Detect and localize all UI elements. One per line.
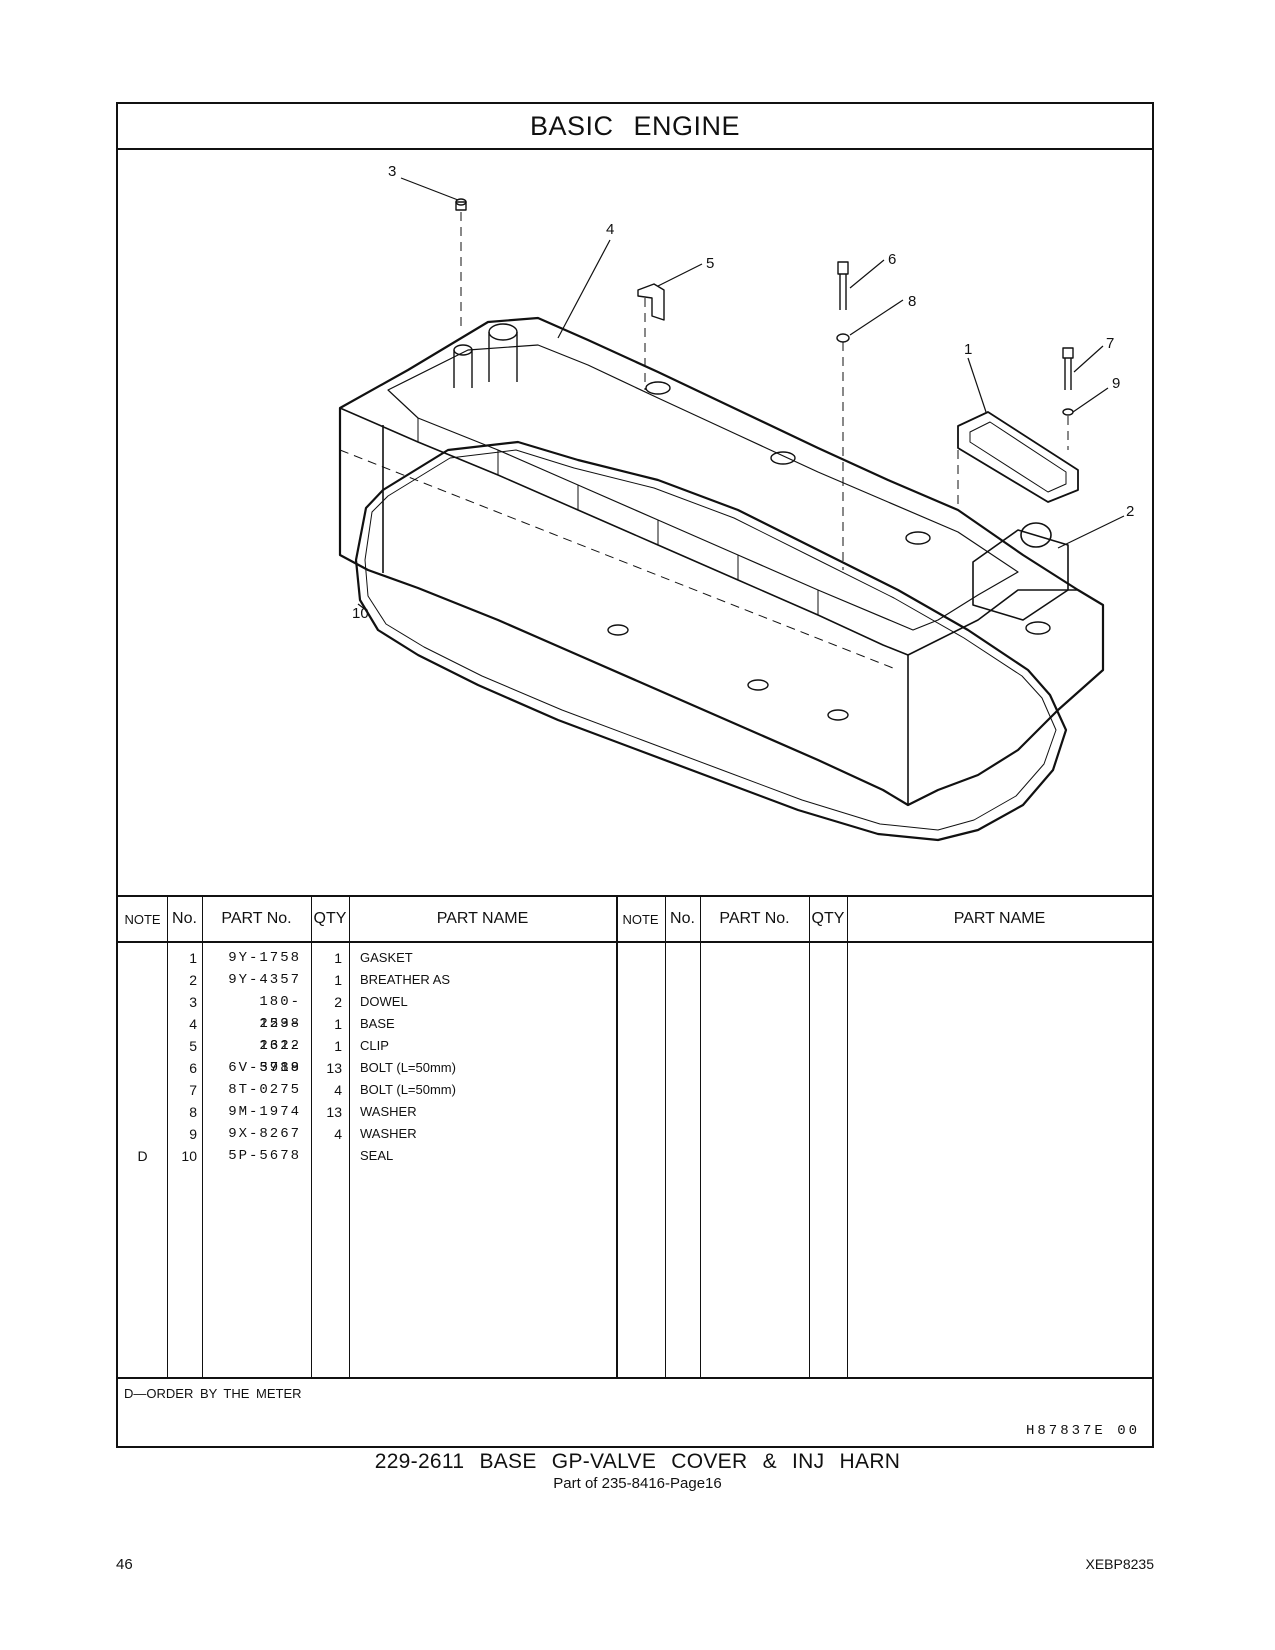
page-number: 46 [116, 1556, 133, 1573]
parts-frame: BASIC ENGINE [116, 102, 1154, 1448]
footnote: D—ORDER BY THE METER [124, 1386, 302, 1401]
bolt-washer-6-8 [836, 261, 850, 343]
breather-part [972, 522, 1069, 621]
callout-5: 5 [706, 255, 714, 272]
header-part-name-right: PART NAME [953, 910, 1046, 927]
caption: 229-2611 BASE GP-VALVE COVER & INJ HARN [374, 1450, 901, 1473]
document-code: XEBP8235 [1085, 1556, 1155, 1572]
caption-sub: Part of 235-8416-Page16 [553, 1475, 722, 1492]
header-part-name: PART NAME [436, 910, 529, 927]
header-qty: QTY [313, 910, 347, 927]
header-no-right: No. [670, 910, 695, 927]
drawing-id: H87837E 00 [1025, 1423, 1140, 1439]
bolt-washer-7-9 [1062, 347, 1074, 416]
footnote-area: D—ORDER BY THE METER H87837E 00 [118, 1377, 1152, 1446]
parts-table: NOTE No. PART No. QTY PART NAME NOTE No.… [118, 895, 1152, 1377]
callout-7: 7 [1106, 335, 1114, 352]
callout-10: 10 [352, 605, 369, 622]
callout-2: 2 [1126, 503, 1134, 520]
callout-1: 1 [964, 341, 972, 358]
header-note-right: NOTE [622, 911, 659, 927]
header-no: No. [172, 910, 197, 927]
dowel-part [455, 198, 467, 211]
exploded-diagram: 1 2 3 4 5 6 7 8 9 10 [118, 150, 1152, 895]
page-title: BASIC ENGINE [118, 104, 1152, 150]
callout-8: 8 [908, 293, 916, 310]
header-qty-right: QTY [811, 910, 845, 927]
callout-3: 3 [388, 163, 396, 180]
header-part-no: PART No. [221, 910, 292, 927]
header-part-no-right: PART No. [719, 910, 790, 927]
gasket-part [957, 411, 1079, 503]
base-frame [338, 316, 1105, 807]
header-note: NOTE [124, 911, 161, 927]
callout-6: 6 [888, 251, 896, 268]
clip-part [637, 283, 665, 321]
callout-4: 4 [606, 221, 614, 238]
callout-9: 9 [1112, 375, 1120, 392]
seal-outline [354, 440, 1068, 842]
